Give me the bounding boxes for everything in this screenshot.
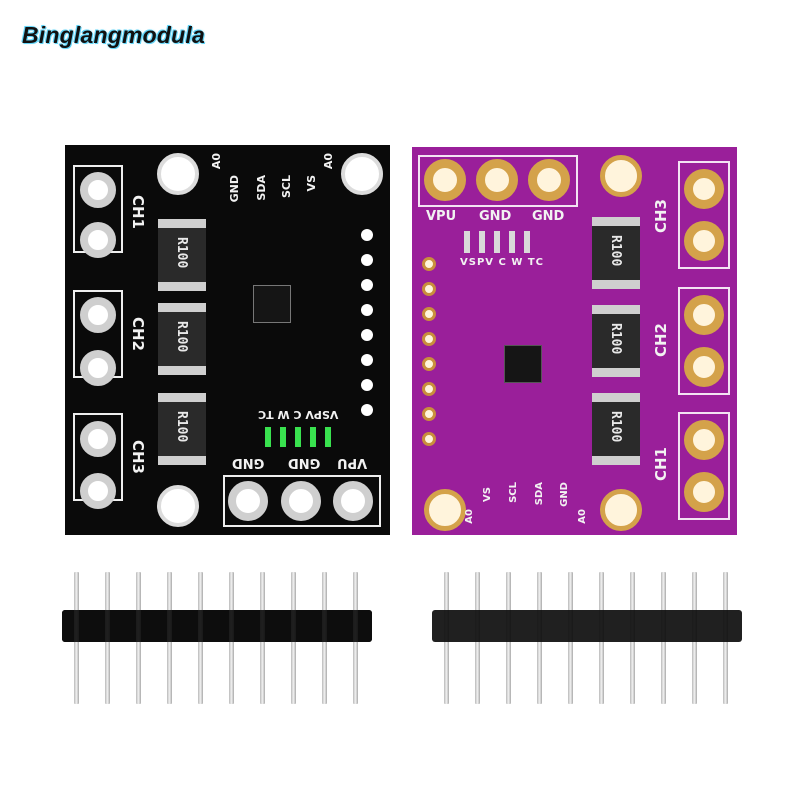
terminal-pad <box>424 159 466 201</box>
channel-terminal-ch2 <box>678 287 730 395</box>
terminal-pad <box>80 222 116 258</box>
terminal-pad <box>684 295 724 335</box>
status-led <box>310 427 316 447</box>
terminal-pad <box>281 481 321 521</box>
status-led <box>494 231 500 253</box>
mounting-hole <box>424 489 466 531</box>
status-led <box>509 231 515 253</box>
mounting-hole <box>600 155 642 197</box>
power-terminal <box>418 155 578 207</box>
led-label-w: W <box>511 257 524 268</box>
status-led <box>524 231 530 253</box>
channel-label-ch2: CH2 <box>129 317 147 351</box>
mounting-hole <box>341 153 383 195</box>
resistor-label: R100 <box>608 235 623 267</box>
led-labels: VSPV C W TC <box>460 257 544 268</box>
pin-header-right <box>432 572 742 707</box>
channel-label-ch3: CH3 <box>652 199 670 233</box>
pin-label-a0: A0 <box>464 509 475 524</box>
status-led <box>325 427 331 447</box>
led-label-c: C <box>293 408 302 421</box>
channel-terminal-ch1 <box>678 412 730 520</box>
channel-label-ch1: CH1 <box>129 195 147 229</box>
status-led <box>295 427 301 447</box>
power-label-gnd: GND <box>232 455 265 470</box>
purple-breakout-board: VPU GND GND VSPV C W TC CH3 CH2 CH1 R100… <box>412 147 737 535</box>
shunt-resistor: R100 <box>158 303 206 375</box>
status-led <box>265 427 271 447</box>
pin-header-left <box>62 572 372 707</box>
shunt-resistor: R100 <box>158 393 206 465</box>
power-label-vpu: VPU <box>337 455 368 470</box>
pin-label-scl: SCL <box>508 482 519 503</box>
channel-label-ch3: CH3 <box>129 440 147 474</box>
shunt-resistor: R100 <box>158 219 206 291</box>
pin-label-a0-2: A0 <box>577 509 588 524</box>
channel-label-ch1: CH1 <box>652 447 670 481</box>
terminal-pad <box>80 172 116 208</box>
terminal-pad <box>333 481 373 521</box>
resistor-label: R100 <box>174 411 189 443</box>
led-label-tc: TC <box>527 257 545 268</box>
led-label-tc: TC <box>258 408 274 421</box>
pin-label-gnd: GND <box>559 482 570 507</box>
resistor-label: R100 <box>174 237 189 269</box>
pin-label-sda: SDA <box>255 175 268 201</box>
ina3221-chip <box>504 345 542 383</box>
terminal-pad <box>684 472 724 512</box>
terminal-pad <box>684 420 724 460</box>
led-label-vs: VS <box>321 408 339 421</box>
black-breakout-board: A0 GND SDA SCL VS A0 CH1 CH2 CH3 R100 R1… <box>65 145 390 535</box>
led-label-c: C <box>498 257 507 268</box>
brand-watermark: Binglangmodula <box>22 22 205 48</box>
resistor-label: R100 <box>174 321 189 353</box>
ina3221-chip <box>253 285 291 323</box>
pin-label-vs: VS <box>482 487 493 502</box>
shunt-resistor: R100 <box>592 305 640 377</box>
pin-label-sda: SDA <box>534 482 545 506</box>
resistor-label: R100 <box>608 411 623 443</box>
terminal-pad <box>80 473 116 509</box>
mounting-hole <box>157 153 199 195</box>
pin-label-gnd: GND <box>228 175 241 203</box>
led-label-pv: PV <box>305 408 322 421</box>
pin-label-scl: SCL <box>280 175 293 199</box>
status-led <box>464 231 470 253</box>
terminal-pad <box>528 159 570 201</box>
status-led <box>479 231 485 253</box>
terminal-pad <box>80 297 116 333</box>
power-label-gnd: GND <box>479 209 512 224</box>
led-label-w: W <box>277 408 290 421</box>
mounting-hole <box>157 485 199 527</box>
terminal-pad <box>80 350 116 386</box>
pin-label-a0: A0 <box>210 153 223 170</box>
shunt-resistor: R100 <box>592 393 640 465</box>
status-led <box>280 427 286 447</box>
channel-label-ch2: CH2 <box>652 323 670 357</box>
led-label-vs: VS <box>460 257 477 268</box>
right-pad-column <box>361 229 373 429</box>
power-label-vpu: VPU <box>426 209 457 224</box>
power-label-gnd-2: GND <box>532 209 565 224</box>
terminal-pad <box>684 347 724 387</box>
terminal-pad <box>80 421 116 457</box>
pin-label-a0-2: A0 <box>322 153 335 170</box>
terminal-pad <box>228 481 268 521</box>
mounting-hole <box>600 489 642 531</box>
terminal-pad <box>684 169 724 209</box>
resistor-label: R100 <box>608 323 623 355</box>
pin-label-vs: VS <box>305 175 318 192</box>
shunt-resistor: R100 <box>592 217 640 289</box>
terminal-pad <box>684 221 724 261</box>
led-label-pv: PV <box>476 257 495 268</box>
power-label-gnd-2: GND <box>288 455 321 470</box>
led-labels: VSPV C W TC <box>258 408 338 421</box>
channel-terminal-ch3 <box>678 161 730 269</box>
left-pad-column <box>422 257 436 457</box>
power-terminal <box>223 475 381 527</box>
terminal-pad <box>476 159 518 201</box>
